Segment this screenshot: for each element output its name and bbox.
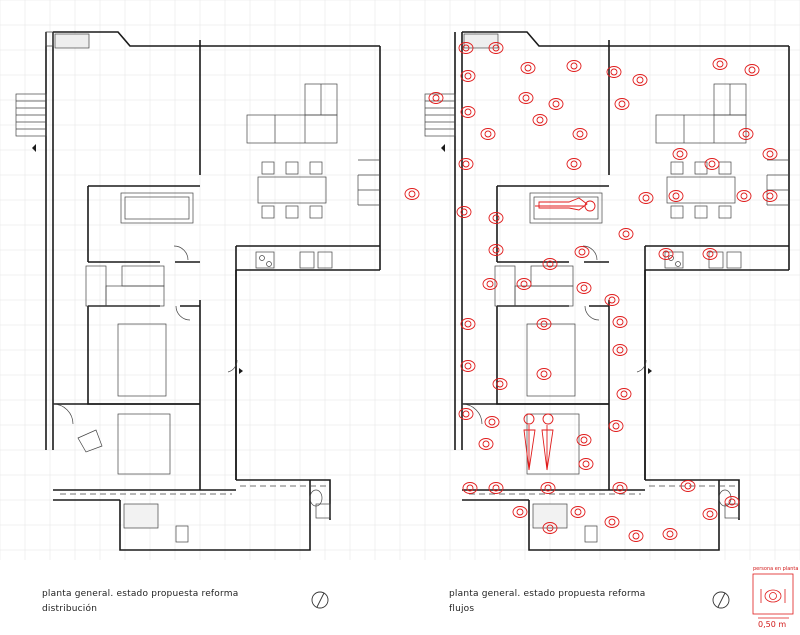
legend-title: persona en planta [753,566,799,572]
person-icon [618,228,634,240]
person-icon [536,368,552,380]
person-icon [566,60,582,72]
lying-person-icons [523,197,596,471]
person-icon [462,482,478,494]
person-icon [616,388,632,400]
person-icon [612,344,628,356]
person-icon [604,294,620,306]
person-icon [542,258,558,270]
person-icon [712,58,728,70]
person-icon [532,114,548,126]
person-icon [628,530,644,542]
person-icon [542,522,558,534]
person-icon [576,434,592,446]
person-icon [658,248,674,260]
legend-dimension: 0,50 m [758,620,787,629]
person-icon [662,528,678,540]
north-arrow-icon [311,591,329,609]
person-icon [540,482,556,494]
person-icon [578,458,594,470]
person-icon [488,212,504,224]
floor-plan-flujos [424,31,790,551]
person-icon [488,42,504,54]
person-icon [404,188,420,200]
person-figures [404,42,778,542]
person-icon [488,482,504,494]
person-icon [724,496,740,508]
person-icon [576,282,592,294]
person-icon [612,316,628,328]
person-icon [738,128,754,140]
person-icon [736,190,752,202]
person-icon [460,318,476,330]
person-icon [668,190,684,202]
person-icon [536,318,552,330]
caption-subtitle-right: flujos [449,604,475,614]
person-icon [460,70,476,82]
caption-title-left: planta general. estado propuesta reforma [42,589,239,599]
person-icon [702,508,718,520]
floor-plan-distribucion [15,31,381,551]
person-icon [672,148,688,160]
person-icon [702,248,718,260]
person-icon [612,482,628,494]
person-icon [458,408,474,420]
person-icon [744,64,760,76]
person-icon [428,92,444,104]
person-icon [480,128,496,140]
person-icon [762,190,778,202]
person-icon [606,66,622,78]
person-icon [460,360,476,372]
person-icon [458,42,474,54]
north-arrow-icon [712,591,730,609]
person-icon [574,246,590,258]
person-icon [492,378,508,390]
person-scale-legend [752,573,794,619]
person-icon [518,92,534,104]
person-icon [516,278,532,290]
person-icon [548,98,564,110]
person-icon [484,416,500,428]
person-icon [608,420,624,432]
person-icon [520,62,536,74]
caption-title-right: planta general. estado propuesta reforma [449,589,646,599]
person-icon [704,158,720,170]
person-icon [512,506,528,518]
person-icon [566,158,582,170]
person-icon [458,158,474,170]
person-icon [604,516,620,528]
background-grid [0,0,800,560]
person-icon [456,206,472,218]
person-icon [478,438,494,450]
person-icon [680,480,696,492]
person-icon [762,148,778,160]
caption-subtitle-left: distribución [42,604,98,614]
person-icon [460,106,476,118]
person-icon [638,192,654,204]
person-icon [570,506,586,518]
person-icon [488,244,504,256]
person-icon [572,128,588,140]
person-icon [632,74,648,86]
person-icon [614,98,630,110]
person-icon [482,278,498,290]
